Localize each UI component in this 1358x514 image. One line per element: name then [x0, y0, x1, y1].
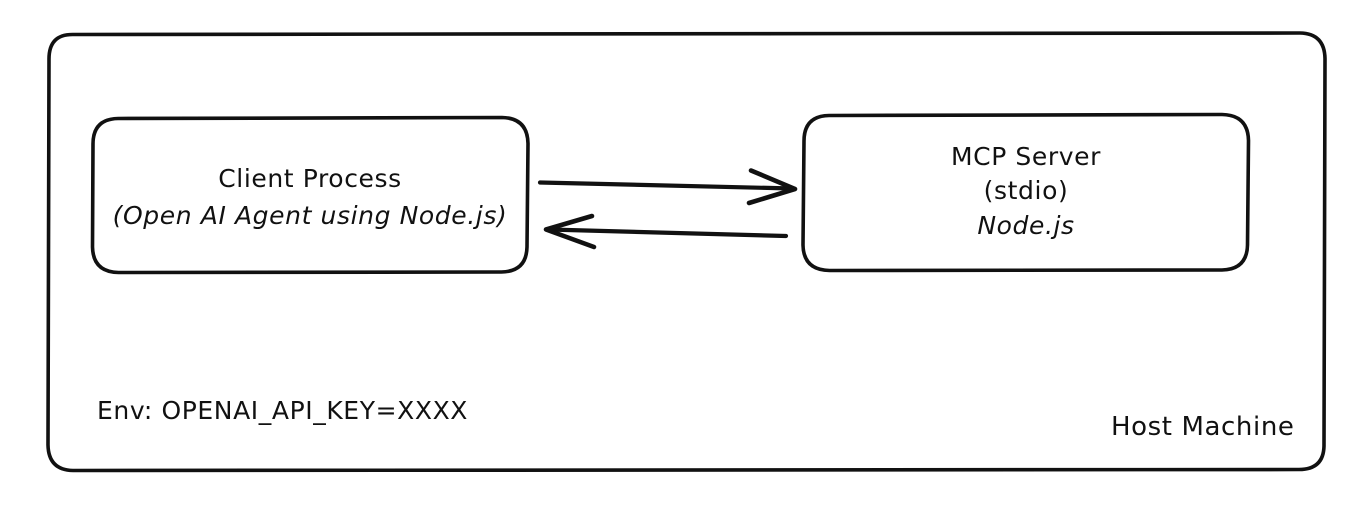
response-arrow	[543, 213, 789, 250]
client-process-subtitle: (Open AI Agent using Node.js)	[112, 201, 508, 230]
client-process-box[interactable]	[90, 115, 530, 275]
request-arrow	[537, 168, 798, 206]
mcp-server-transport: (stdio)	[983, 176, 1069, 205]
mcp-server-title: MCP Server	[950, 142, 1102, 171]
client-process-title: Client Process	[218, 164, 402, 193]
mcp-server-runtime: Node.js	[977, 211, 1075, 240]
host-machine-label: Host Machine	[1111, 412, 1295, 442]
mcp-server-box[interactable]	[801, 112, 1251, 273]
env-variable-label: Env: OPENAI_API_KEY=XXXX	[97, 396, 469, 425]
